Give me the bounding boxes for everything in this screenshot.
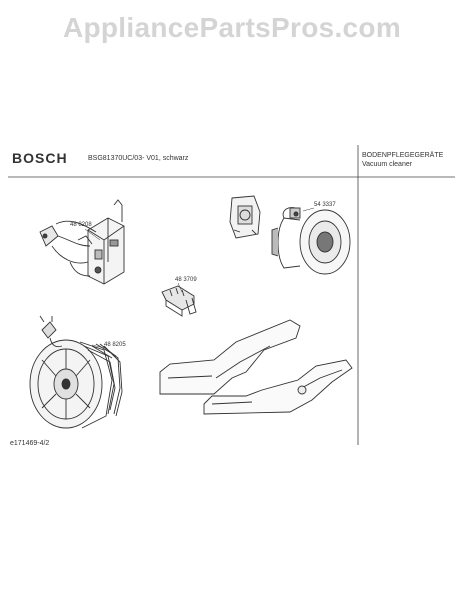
baffle-panel-upper <box>159 319 301 395</box>
leader-line-54-3337 <box>302 207 315 212</box>
motor-part <box>229 195 351 275</box>
leader-line-48-3709 <box>177 282 183 293</box>
baffle-panel-lower <box>203 359 353 415</box>
connector-clip-part <box>161 285 197 317</box>
part-label-48-8208[interactable]: 48 8208 <box>70 222 92 228</box>
part-label-48-8205[interactable]: 48 8205 <box>104 342 126 348</box>
cord-reel-part <box>29 315 123 429</box>
watermark-logo: AppliancePartsPros.com <box>62 12 402 43</box>
switch-assembly-part <box>39 199 125 285</box>
leader-line-48-8208 <box>84 228 101 241</box>
category-label: BODENPFLEGEGERÄTE Vacuum cleaner <box>362 151 443 169</box>
part-label-54-3337[interactable]: 54 3337 <box>314 202 336 208</box>
brand-logo: BOSCH <box>12 150 68 166</box>
part-label-48-3709[interactable]: 48 3709 <box>175 277 197 283</box>
category-line-en: Vacuum cleaner <box>362 161 413 168</box>
model-number: BSG81370UC/03- V01, schwarz <box>88 155 189 162</box>
category-line-de: BODENPFLEGEGERÄTE <box>362 152 444 159</box>
leader-line-48-8205 <box>91 344 105 349</box>
document-reference: e171469-4/2 <box>10 440 50 447</box>
